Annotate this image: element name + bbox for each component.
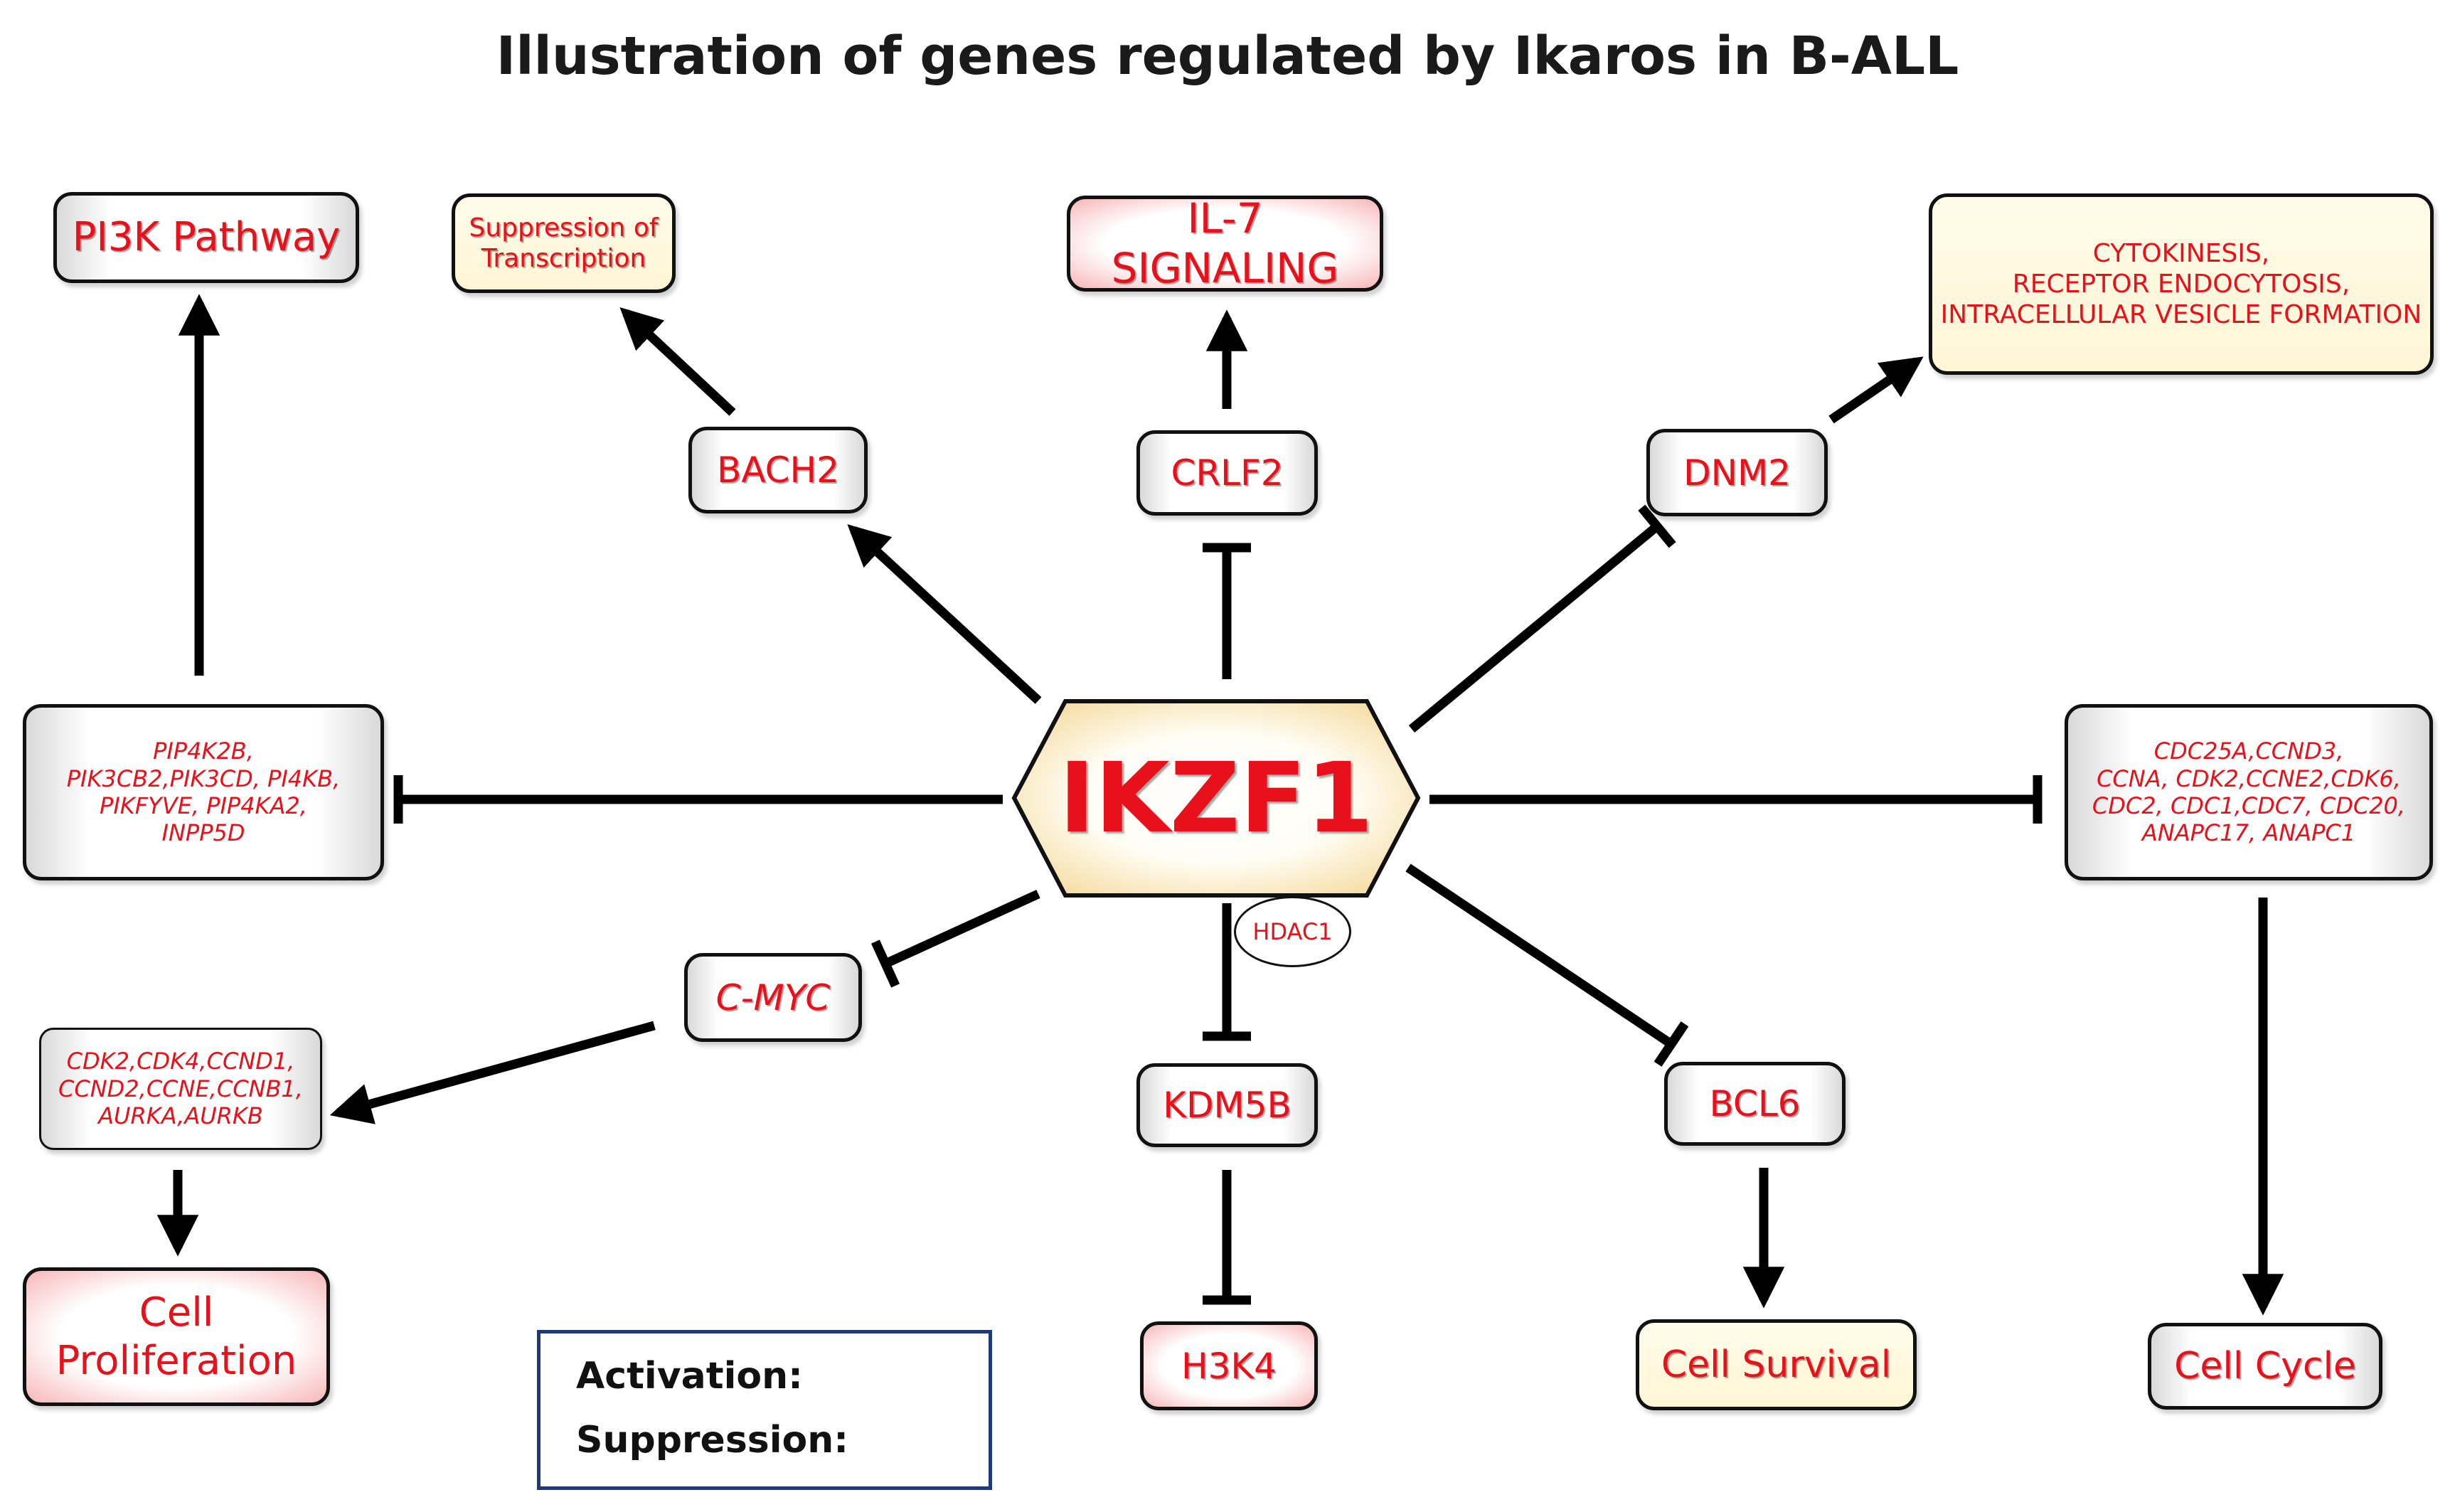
node-cell-survival: Cell Survival: [1636, 1319, 1917, 1410]
node-dnm2: DNM2: [1646, 429, 1828, 516]
node-cell-proliferation-line-2: Proliferation: [55, 1337, 297, 1384]
legend-activation-label: Activation:: [576, 1355, 803, 1397]
node-cdc-genes-line-1: CDC25A,CCND3,: [2153, 738, 2344, 765]
node-cdk-genes-line-1: CDK2,CDK4,CCND1,: [66, 1048, 295, 1075]
node-crlf2: CRLF2: [1136, 430, 1318, 516]
legend-box: Activation: Suppression:: [537, 1330, 992, 1490]
node-cytokinesis: CYTOKINESIS, RECEPTOR ENDOCYTOSIS, INTRA…: [1929, 193, 2434, 375]
ikzf1-hexagon: IKZF1: [1010, 697, 1422, 900]
node-cdc-genes: CDC25A,CCND3, CCNA, CDK2,CCNE2,CDK6, CDC…: [2065, 704, 2433, 880]
node-pi-genes-line-3: PIKFYVE, PIP4KA2,: [100, 792, 307, 819]
node-pi-genes-line-2: PIK3CB2,PIK3CD, PI4KB,: [66, 765, 341, 792]
diagram-title: Illustration of genes regulated by Ikaro…: [496, 26, 1959, 87]
edge-ikzf1-to-bach2: [847, 524, 1042, 704]
node-cell-proliferation-line-1: Cell: [139, 1289, 214, 1336]
node-pi-genes-line-1: PIP4K2B,: [153, 738, 254, 765]
node-cdk-genes-line-2: CCND2,CCNE,CCNB1,: [58, 1075, 303, 1102]
node-suppression-of-transcription: Suppression of Transcription: [452, 193, 676, 293]
hdac1-cofactor: HDAC1: [1234, 896, 1351, 967]
node-cell-cycle: Cell Cycle: [2148, 1323, 2382, 1410]
node-c-myc: C-MYC: [684, 953, 862, 1042]
node-pi3k-pathway: PI3K Pathway: [53, 192, 359, 283]
ikzf1-label: IKZF1: [1058, 742, 1374, 855]
node-bach2: BACH2: [688, 427, 868, 513]
node-cdc-genes-line-4: ANAPC17, ANAPC1: [2141, 819, 2356, 847]
edge-ikzf1-to-dnm2: [1408, 522, 1661, 733]
legend-suppression-label: Suppression:: [576, 1419, 849, 1462]
edge-ikzf1-to-cmyc: [883, 890, 1040, 968]
node-pi-genes: PIP4K2B, PIK3CB2,PIK3CD, PI4KB, PIKFYVE,…: [23, 704, 384, 880]
node-cdk-genes: CDK2,CDK4,CCND1, CCND2,CCNE,CCNB1, AURKA…: [39, 1028, 322, 1150]
edge-ikzf1-to-dnm2-bar: [1638, 504, 1676, 548]
node-cytokinesis-line-1: CYTOKINESIS,: [2092, 238, 2270, 268]
node-bcl6: BCL6: [1664, 1062, 1846, 1146]
node-pi-genes-line-4: INPP5D: [161, 819, 245, 847]
node-cell-proliferation: Cell Proliferation: [23, 1267, 330, 1406]
node-cdk-genes-line-3: AURKA,AURKB: [98, 1102, 263, 1130]
edge-bach2-to-suppression: [619, 307, 736, 416]
node-cytokinesis-line-3: INTRACELLULAR VESICLE FORMATION: [1940, 300, 2422, 330]
edge-dnm2-to-cytokinesis: [1828, 356, 1924, 424]
edge-ikzf1-to-bcl6-bar: [1653, 1021, 1689, 1067]
node-h3k4: H3K4: [1140, 1321, 1318, 1410]
edge-ikzf1-to-cmyc-bar: [870, 939, 900, 988]
node-cdc-genes-line-3: CDC2, CDC1,CDC7, CDC20,: [2092, 792, 2406, 819]
node-cytokinesis-line-2: RECEPTOR ENDOCYTOSIS,: [2012, 269, 2350, 299]
ikzf1-hexagon-shape: [1011, 699, 1421, 898]
node-cdc-genes-line-2: CCNA, CDK2,CCNE2,CDK6,: [2097, 765, 2401, 792]
edge-cmyc-to-cdk-genes: [329, 1021, 656, 1124]
node-kdm5b: KDM5B: [1136, 1063, 1318, 1147]
edge-ikzf1-to-bcl6: [1405, 863, 1674, 1048]
node-il7-signaling: IL-7 SIGNALING: [1067, 194, 1383, 292]
